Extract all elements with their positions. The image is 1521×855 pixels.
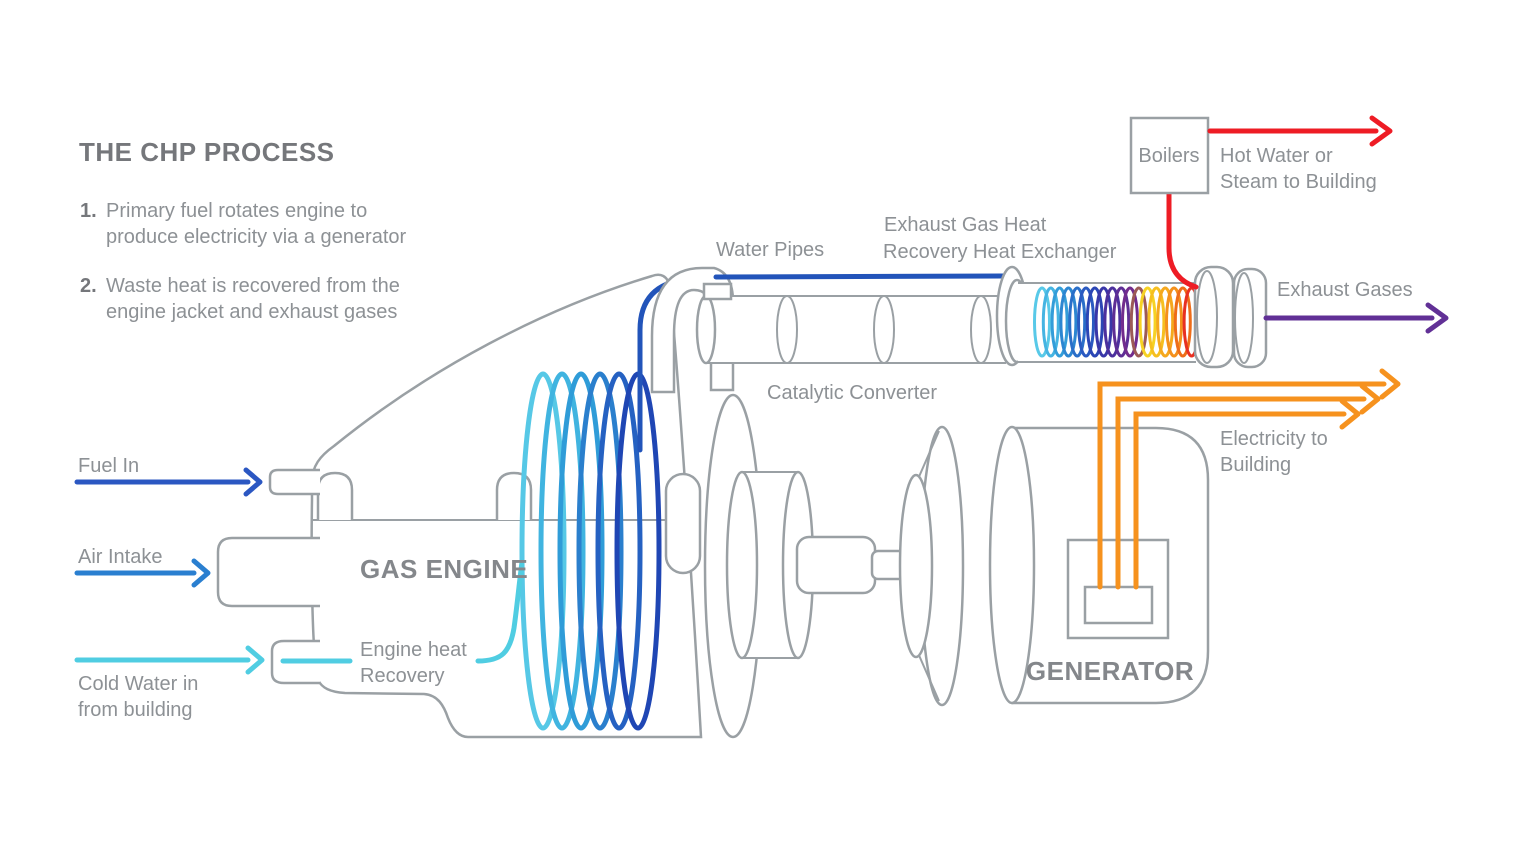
boilers-box [1129,116,1210,195]
coil-loop [1033,286,1051,358]
gas-engine-block [216,273,703,739]
coil-loop [1173,286,1192,358]
heat-recovery-line-right [475,559,525,664]
coil-loop [576,371,624,731]
step-1-line-1: Primary fuel rotates engine to [106,200,367,222]
engine-mount-bump-1 [316,471,354,520]
electricity-wire-3 [1133,411,1347,590]
step-1-number: 1. [80,200,97,222]
electricity-wires [1097,368,1401,590]
air-intake-label: Air Intake [78,546,162,568]
coupling-cone-small-disc [898,473,934,659]
step-1-line-2: produce electricity via a generator [106,226,406,248]
cold-water-label-line-1: Cold Water in [78,673,198,695]
coil-loop [557,371,605,731]
electricity-arrowhead-3 [1339,398,1361,430]
coil-loop [1147,286,1166,358]
catalytic-converter-label: Catalytic Converter [767,382,937,404]
hot-water-arrowhead [1369,115,1393,147]
converter-left-cap [695,294,717,365]
exchanger-coil [1033,286,1201,358]
coil-loop [1138,286,1157,358]
electricity-wire-2 [1115,396,1367,590]
coil-loop [1103,286,1122,358]
water-pipe-inlet-box [702,282,733,301]
hot-water-label-line-2: Steam to Building [1220,171,1377,193]
boilers-section [1129,115,1393,290]
exchanger-end-disc-2-face [1234,272,1254,364]
electricity-label-line-1: Electricity to [1220,428,1328,450]
coil-loop [1121,286,1139,358]
step-2-number: 2. [80,275,97,297]
heat-exchanger-label-line-1: Exhaust Gas Heat [884,214,1047,236]
air-intake-stub [216,536,320,608]
fuel-in-label: Fuel In [78,455,139,477]
exhaust-arrowhead [1425,302,1449,334]
gas-engine-label: GAS ENGINE [360,554,528,584]
coil-loop [1085,286,1104,358]
hot-water-label-line-1: Hot Water or [1220,145,1333,167]
air-intake-arrowhead [191,558,211,588]
engine-heat-label-line-2: Recovery [360,665,444,687]
coil-loop [519,371,567,731]
cold-water-label-line-2: from building [78,699,193,721]
coil-loop [1129,286,1148,358]
coil-loop [1077,286,1095,358]
drivetrain [703,393,912,739]
water-pipes-label: Water Pipes [716,239,824,261]
drive-shaft [795,535,877,595]
boiler-feed-pipe [1166,190,1199,290]
exhaust-gases-label: Exhaust Gases [1277,279,1413,301]
exhaust-gases-arrow [1263,302,1449,334]
heat-exchanger-label-line-2: Recovery Heat Exchanger [883,241,1117,263]
coil-loop [1068,286,1087,358]
coil-loop [1094,286,1113,358]
electricity-wire-1 [1097,381,1387,590]
coil-loop [1041,286,1060,358]
water-pipe-horizontal [713,273,1006,280]
exhaust-and-water-piping [637,266,1006,453]
coil-loop [1059,286,1078,358]
boilers-label: Boilers [1138,145,1199,167]
cone-upper-line [917,430,940,480]
step-2-line-1: Waste heat is recovered from the [106,275,400,297]
converter-ring-1 [776,295,798,364]
coil-loop [1112,286,1131,358]
fuel-in-arrowhead [243,467,263,497]
fuel-inlet-stub [268,468,320,496]
generator-front-face [988,425,1036,705]
page-title: THE CHP PROCESS [79,137,335,167]
electricity-arrowhead-1 [1379,368,1401,400]
heat-recovery-connectors [280,559,525,664]
coil-loop [595,371,643,731]
terminal-box-inner [1083,585,1154,625]
coil-loop [1156,286,1175,358]
converter-body [706,296,1006,363]
drum-left-face [725,470,759,660]
engine-heat-label-line-1: Engine heat [360,639,467,661]
coil-loop [1050,286,1069,358]
step-2-line-2: engine jacket and exhaust gases [106,301,397,323]
engine-heat-recovery-coil [519,371,662,731]
cone-lower-line [917,652,940,702]
converter-ring-2 [873,295,895,364]
input-arrows [74,467,265,675]
coil-loop [538,371,586,731]
cold-water-arrowhead [245,645,265,675]
converter-ring-3 [970,295,992,364]
engine-capsule-detail [664,472,702,575]
electricity-label-line-2: Building [1220,454,1291,476]
heat-exchanger [995,265,1268,369]
generator-label: GENERATOR [1026,656,1194,686]
coil-loop [1165,286,1183,358]
electricity-arrowhead-2 [1359,383,1381,415]
exchanger-end-disc-1-face [1196,270,1218,364]
